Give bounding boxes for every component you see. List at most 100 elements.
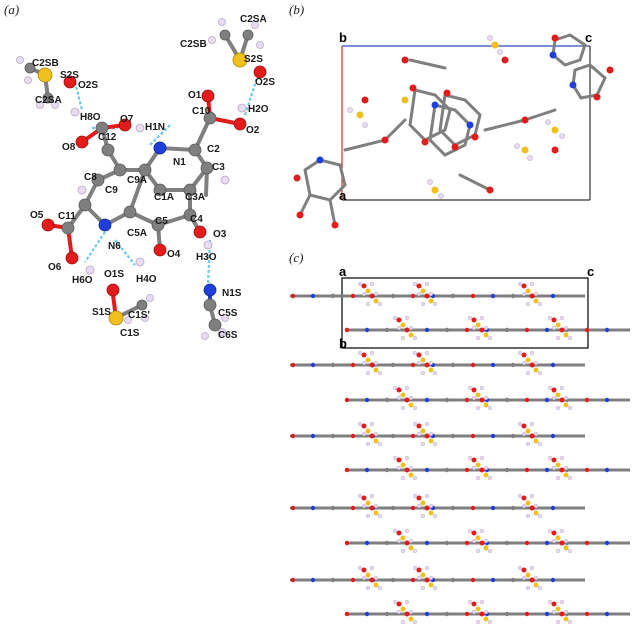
hydrogen-dot bbox=[467, 385, 473, 391]
atom-dot bbox=[464, 540, 470, 546]
cluster-atom bbox=[396, 317, 402, 323]
label-o2: O2 bbox=[246, 125, 260, 136]
hydrogen-dot bbox=[559, 455, 565, 461]
atom-dot bbox=[524, 467, 530, 473]
cluster-atom bbox=[404, 611, 410, 617]
hydrogen-dot bbox=[487, 619, 493, 625]
cluster-atom bbox=[404, 540, 410, 546]
cluster-atom bbox=[521, 283, 527, 289]
hydrogen-dot bbox=[483, 325, 489, 331]
hydrogen-dot bbox=[467, 315, 473, 321]
hydrogen-dot bbox=[475, 548, 481, 554]
atom-dot bbox=[310, 433, 316, 439]
hydrogen-dot bbox=[529, 565, 535, 571]
hydrogen-dot bbox=[424, 421, 430, 427]
hydrogen-dot bbox=[428, 360, 434, 366]
hydrogen-dot bbox=[400, 335, 406, 341]
panel-c-label: (c) bbox=[289, 250, 304, 265]
cluster-atom bbox=[525, 572, 531, 578]
axis-label-a: a bbox=[339, 188, 347, 203]
cluster-atom bbox=[408, 332, 414, 338]
hydrogen-dot bbox=[396, 325, 402, 331]
cluster-atom bbox=[533, 298, 539, 304]
atom-dot bbox=[310, 577, 316, 583]
hydrogen-dot bbox=[533, 360, 539, 366]
hydrogen-dot bbox=[412, 619, 418, 625]
hydrogen-dot bbox=[487, 405, 493, 411]
cluster-atom bbox=[428, 510, 434, 516]
cluster-atom bbox=[529, 362, 535, 368]
atom-dot bbox=[450, 433, 456, 439]
hydrogen-dot bbox=[521, 360, 527, 366]
hydrogen-dot bbox=[517, 493, 523, 499]
label-o4: O4 bbox=[167, 249, 181, 260]
label-h4o: H4O bbox=[136, 274, 157, 285]
hydrogen-dot bbox=[533, 291, 539, 297]
hydrogen-dot bbox=[400, 475, 406, 481]
atom-dot bbox=[384, 611, 390, 617]
hydrogen-dot bbox=[357, 281, 363, 287]
hydrogen-dot bbox=[471, 395, 477, 401]
label-c9a: C9A bbox=[127, 175, 147, 186]
molecule-diagram: C2SB S2S O2S C2SA H8O C2SA C2SB S2S O2S … bbox=[16, 14, 275, 341]
label-c1s: C1S bbox=[120, 328, 140, 339]
cluster-atom bbox=[408, 616, 414, 622]
cluster-atom bbox=[420, 357, 426, 363]
atom-dot bbox=[604, 397, 610, 403]
hydrogen-dot bbox=[412, 335, 418, 341]
atom-dot bbox=[504, 327, 510, 333]
label-n1: N1 bbox=[173, 157, 186, 168]
cluster-atom bbox=[424, 505, 430, 511]
cluster-atom bbox=[551, 317, 557, 323]
label-n1s: N1S bbox=[222, 288, 242, 299]
hydrogen-dot bbox=[404, 599, 410, 605]
hydrogen-dot bbox=[537, 301, 543, 307]
cluster-atom bbox=[361, 352, 367, 358]
label-h3o: H3O bbox=[196, 252, 217, 263]
hydrogen-dot bbox=[555, 548, 561, 554]
label-c5: C5 bbox=[155, 216, 168, 227]
cluster-atom bbox=[424, 293, 430, 299]
atom-dot bbox=[310, 293, 316, 299]
atom-dot bbox=[424, 327, 430, 333]
hydrogen-dot bbox=[416, 360, 422, 366]
atom-dot bbox=[290, 577, 296, 583]
atom-dot bbox=[290, 505, 296, 511]
hydrogen-dot bbox=[361, 431, 367, 437]
hydrogen-dot bbox=[563, 465, 569, 471]
hydrogen-dot bbox=[525, 301, 531, 307]
hydrogen-dot bbox=[361, 291, 367, 297]
hydrogen-dot bbox=[416, 291, 422, 297]
hydrogen-dot bbox=[479, 455, 485, 461]
cluster-atom bbox=[533, 510, 539, 516]
hydrogen-dot bbox=[400, 405, 406, 411]
hydrogen-dot bbox=[471, 538, 477, 544]
hydrogen-dot bbox=[551, 538, 557, 544]
cluster-atom bbox=[396, 457, 402, 463]
cluster-atom bbox=[361, 283, 367, 289]
atom-dot bbox=[344, 611, 350, 617]
cluster-atom bbox=[525, 500, 531, 506]
cluster-atom bbox=[396, 601, 402, 607]
hydrogen-dot bbox=[357, 350, 363, 356]
hydrogen-dot bbox=[533, 575, 539, 581]
atom-dot bbox=[330, 293, 336, 299]
hydrogen-dot bbox=[555, 475, 561, 481]
atom-dot bbox=[504, 467, 510, 473]
hydrogen-dot bbox=[517, 281, 523, 287]
cluster-atom bbox=[529, 577, 535, 583]
atom-dot bbox=[410, 577, 416, 583]
hydrogen-dot bbox=[555, 335, 561, 341]
hydrogen-dot bbox=[373, 503, 379, 509]
hydrogen-dot bbox=[547, 315, 553, 321]
hydrogen-dot bbox=[420, 585, 426, 591]
hydrogen-dot bbox=[483, 609, 489, 615]
oxygen-atoms bbox=[41, 65, 267, 297]
cluster-atom bbox=[529, 293, 535, 299]
hydrogen-dot bbox=[412, 475, 418, 481]
atom-dot bbox=[504, 397, 510, 403]
atom-dot bbox=[510, 505, 516, 511]
atom-dot bbox=[444, 611, 450, 617]
hydrogen-dot bbox=[517, 421, 523, 427]
atom-dot bbox=[310, 505, 316, 511]
